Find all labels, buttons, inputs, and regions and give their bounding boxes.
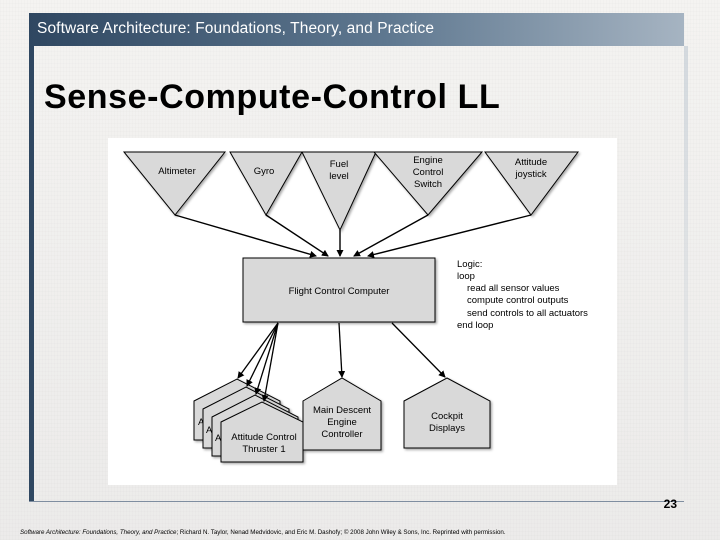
actuator-attitude-thruster: Attitude Control Thruster 1 xyxy=(231,432,296,455)
computer-label: Flight Control Computer xyxy=(289,286,390,297)
logic-line: compute control outputs xyxy=(467,295,569,306)
arrow xyxy=(265,214,329,257)
arrow xyxy=(261,322,279,402)
engine-label: Engine xyxy=(327,417,357,428)
engine-label: Main Descent xyxy=(313,405,371,416)
logic-line: read all sensor values xyxy=(467,283,560,294)
sensor-label: Control xyxy=(413,167,444,178)
arrow xyxy=(391,322,446,378)
page-number: 23 xyxy=(663,497,677,511)
thruster-label: Attitude Control xyxy=(231,432,296,443)
footer-citation: Software Architecture: Foundations, Theo… xyxy=(20,529,506,536)
sensor-label: Engine xyxy=(413,155,443,166)
arrow xyxy=(254,322,279,395)
engine-label: Controller xyxy=(321,429,362,440)
sensor-label: joystick xyxy=(514,169,546,180)
sensor-gyro: Gyro xyxy=(229,151,303,217)
arrow xyxy=(174,214,317,258)
left-accent-bar xyxy=(29,46,34,502)
sensor-fuel-level: Fuel level xyxy=(301,151,377,232)
arrow xyxy=(237,322,279,379)
logic-pseudocode: Logic: loop read all sensor values compu… xyxy=(457,259,588,331)
arrow xyxy=(246,322,279,387)
footer-book-title: Software Architecture: Foundations, Theo… xyxy=(20,529,177,536)
logic-line: loop xyxy=(457,271,475,282)
arrow xyxy=(353,214,429,257)
stack-letter: A xyxy=(198,417,205,428)
sensor-engine-control-switch: Engine Control Switch xyxy=(372,151,484,216)
actuator-arrows xyxy=(237,322,446,402)
slide-title: Sense-Compute-Control LL xyxy=(44,78,501,116)
bottom-rule xyxy=(29,501,684,502)
sensor-label: Fuel xyxy=(330,159,348,170)
footer-credits: ; Richard N. Taylor, Nenad Medvidovic, a… xyxy=(176,529,506,536)
arrow xyxy=(338,322,346,378)
stack-letter: A xyxy=(206,425,213,436)
right-edge-shadow xyxy=(684,46,688,502)
stack-letter: A xyxy=(215,433,222,444)
sensor-arrows xyxy=(174,214,532,258)
sensor-attitude-joystick: Attitude joystick xyxy=(484,151,579,216)
thruster-label: Thruster 1 xyxy=(242,444,285,455)
arrow xyxy=(367,214,532,258)
flight-control-computer: Flight Control Computer xyxy=(242,257,436,323)
displays-label: Cockpit xyxy=(431,411,463,422)
sensor-label: level xyxy=(329,171,349,182)
logic-line: send controls to all actuators xyxy=(467,308,588,319)
sensor-altimeter: Altimeter xyxy=(122,151,227,216)
displays-label: Displays xyxy=(429,423,465,434)
actuator-cockpit-displays: Cockpit Displays xyxy=(403,377,491,449)
sensor-label: Switch xyxy=(414,179,442,190)
logic-line: Logic: xyxy=(457,259,482,270)
header-title: Software Architecture: Foundations, Theo… xyxy=(37,20,435,37)
actuator-main-descent-engine: Main Descent Engine Controller xyxy=(302,377,382,451)
logic-line: end loop xyxy=(457,320,493,331)
sensor-label: Altimeter xyxy=(158,166,195,177)
sensor-label: Attitude xyxy=(515,157,547,168)
header-band xyxy=(29,13,684,46)
sensor-label: Gyro xyxy=(254,166,275,177)
